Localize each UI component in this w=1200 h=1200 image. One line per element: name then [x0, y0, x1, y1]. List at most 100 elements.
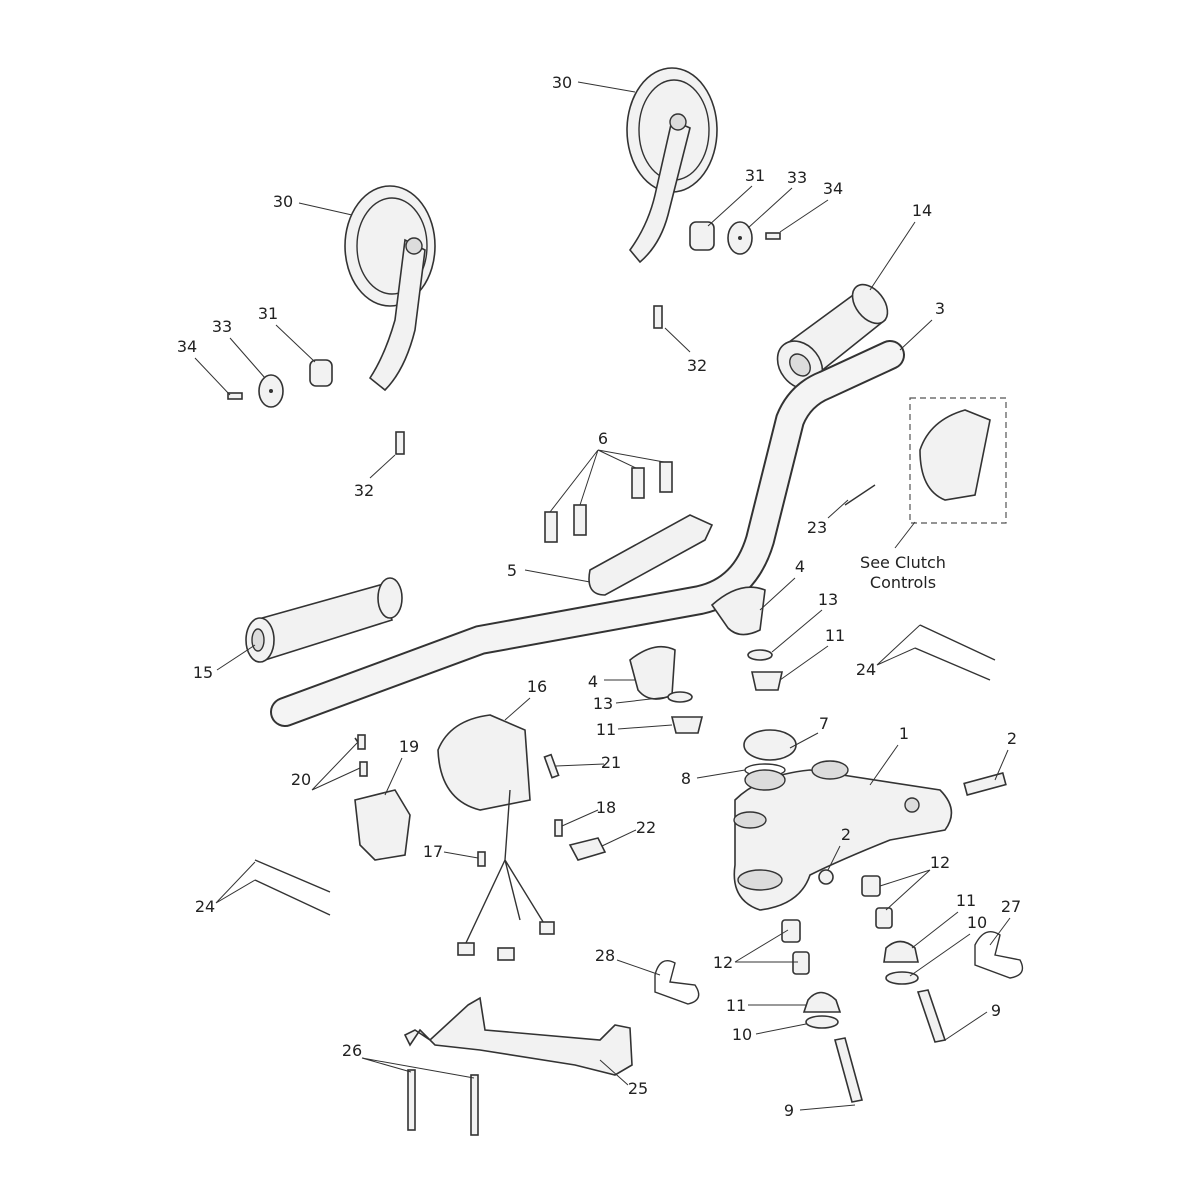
bolt-9-right	[916, 989, 947, 1043]
callout-labels: 30 30 31 33 34 14 3 32 34 33 31 32 6 23 …	[177, 73, 1021, 1120]
bolt-2-lower	[818, 869, 834, 885]
callout: 14	[912, 201, 932, 220]
callout: 24	[856, 660, 876, 679]
bolt-26a	[407, 1069, 416, 1131]
callout: 4	[588, 672, 598, 691]
callout: 31	[258, 304, 278, 323]
callout: 31	[745, 166, 765, 185]
callout: 11	[726, 996, 746, 1015]
screw-34-left	[227, 392, 243, 400]
clamp-4-left	[629, 645, 676, 700]
bolt-32-right	[653, 305, 663, 329]
callout: 3	[935, 299, 945, 318]
callout: 23	[807, 518, 827, 537]
switch-housing-16	[437, 714, 555, 961]
clamp-22	[568, 837, 607, 861]
washer-33-right	[727, 221, 753, 255]
callout: 9	[784, 1101, 794, 1120]
callout: 11	[825, 626, 845, 645]
callout: 4	[795, 557, 805, 576]
callout: 12	[930, 853, 950, 872]
switch-19	[354, 789, 411, 861]
callout: 16	[527, 677, 547, 696]
screw-18	[554, 819, 563, 837]
callout: 21	[601, 753, 621, 772]
callout: 13	[818, 590, 838, 609]
screw-17	[477, 851, 486, 867]
callout: 33	[212, 317, 232, 336]
callout: 22	[636, 818, 656, 837]
mirror-left	[344, 185, 436, 392]
bolt-26b	[470, 1074, 479, 1136]
pins-24-right	[914, 624, 996, 681]
callout: 32	[354, 481, 374, 500]
bracket-25	[403, 996, 633, 1076]
callout: 11	[596, 720, 616, 739]
leader-lines	[194, 81, 1011, 1111]
callout: 30	[552, 73, 572, 92]
washer-10-right	[885, 971, 919, 985]
bolt-32-left	[395, 431, 405, 455]
callout: 2	[841, 825, 851, 844]
handlebar-3	[270, 340, 905, 727]
washer-33-left	[258, 374, 284, 408]
washer-13-right	[747, 649, 773, 661]
bush-12-a	[861, 875, 881, 897]
pins-24-left	[254, 859, 331, 916]
callout: 25	[628, 1079, 648, 1098]
callout: 10	[967, 913, 987, 932]
screw-34-right	[765, 232, 781, 240]
see-clutch-note: Controls	[870, 573, 936, 592]
bracket-27	[974, 931, 1024, 979]
callout: 7	[819, 714, 829, 733]
screw-20-2	[359, 761, 368, 777]
bolt-2-right	[963, 772, 1007, 796]
callout: 2	[1007, 729, 1017, 748]
mirror-nut-31-left	[309, 359, 333, 387]
callout: 30	[273, 192, 293, 211]
callout: 20	[291, 770, 311, 789]
callout: 26	[342, 1041, 362, 1060]
callout: 17	[423, 842, 443, 861]
callout: 11	[956, 891, 976, 910]
callout: 15	[193, 663, 213, 682]
bush-11-right	[751, 671, 783, 691]
bolt-9-left	[834, 1037, 863, 1103]
bush-11-lower-right	[883, 940, 919, 963]
callout: 19	[399, 737, 419, 756]
callout: 28	[595, 946, 615, 965]
screw-20-1	[357, 734, 366, 750]
washer-10-left	[805, 1015, 839, 1029]
callout: 24	[195, 897, 215, 916]
bolts-6	[544, 461, 673, 543]
callout: 33	[787, 168, 807, 187]
washer-13-left	[667, 691, 693, 703]
part-23	[844, 484, 876, 506]
clamp-5	[588, 514, 714, 596]
callout: 8	[681, 769, 691, 788]
callout: 1	[899, 724, 909, 743]
mirror-right	[626, 67, 718, 264]
callout: 9	[991, 1001, 1001, 1020]
callout: 18	[596, 798, 616, 817]
bracket-28	[654, 960, 700, 1005]
callout: 34	[823, 179, 843, 198]
see-clutch-note: See Clutch	[860, 553, 946, 572]
clutch-switch	[909, 397, 1007, 524]
cap-7	[743, 729, 797, 761]
bush-12-d	[792, 951, 810, 975]
callout: 13	[593, 694, 613, 713]
screw-21	[543, 753, 560, 779]
clamp-4-right	[710, 586, 766, 636]
callout: 34	[177, 337, 197, 356]
callout: 32	[687, 356, 707, 375]
bush-12-b	[875, 907, 893, 929]
callout: 12	[713, 953, 733, 972]
callout: 6	[598, 429, 608, 448]
grip-15	[245, 577, 403, 663]
mirror-nut-31-right	[689, 221, 715, 251]
callout: 5	[507, 561, 517, 580]
callout: 10	[732, 1025, 752, 1044]
bush-11-left	[670, 716, 704, 734]
